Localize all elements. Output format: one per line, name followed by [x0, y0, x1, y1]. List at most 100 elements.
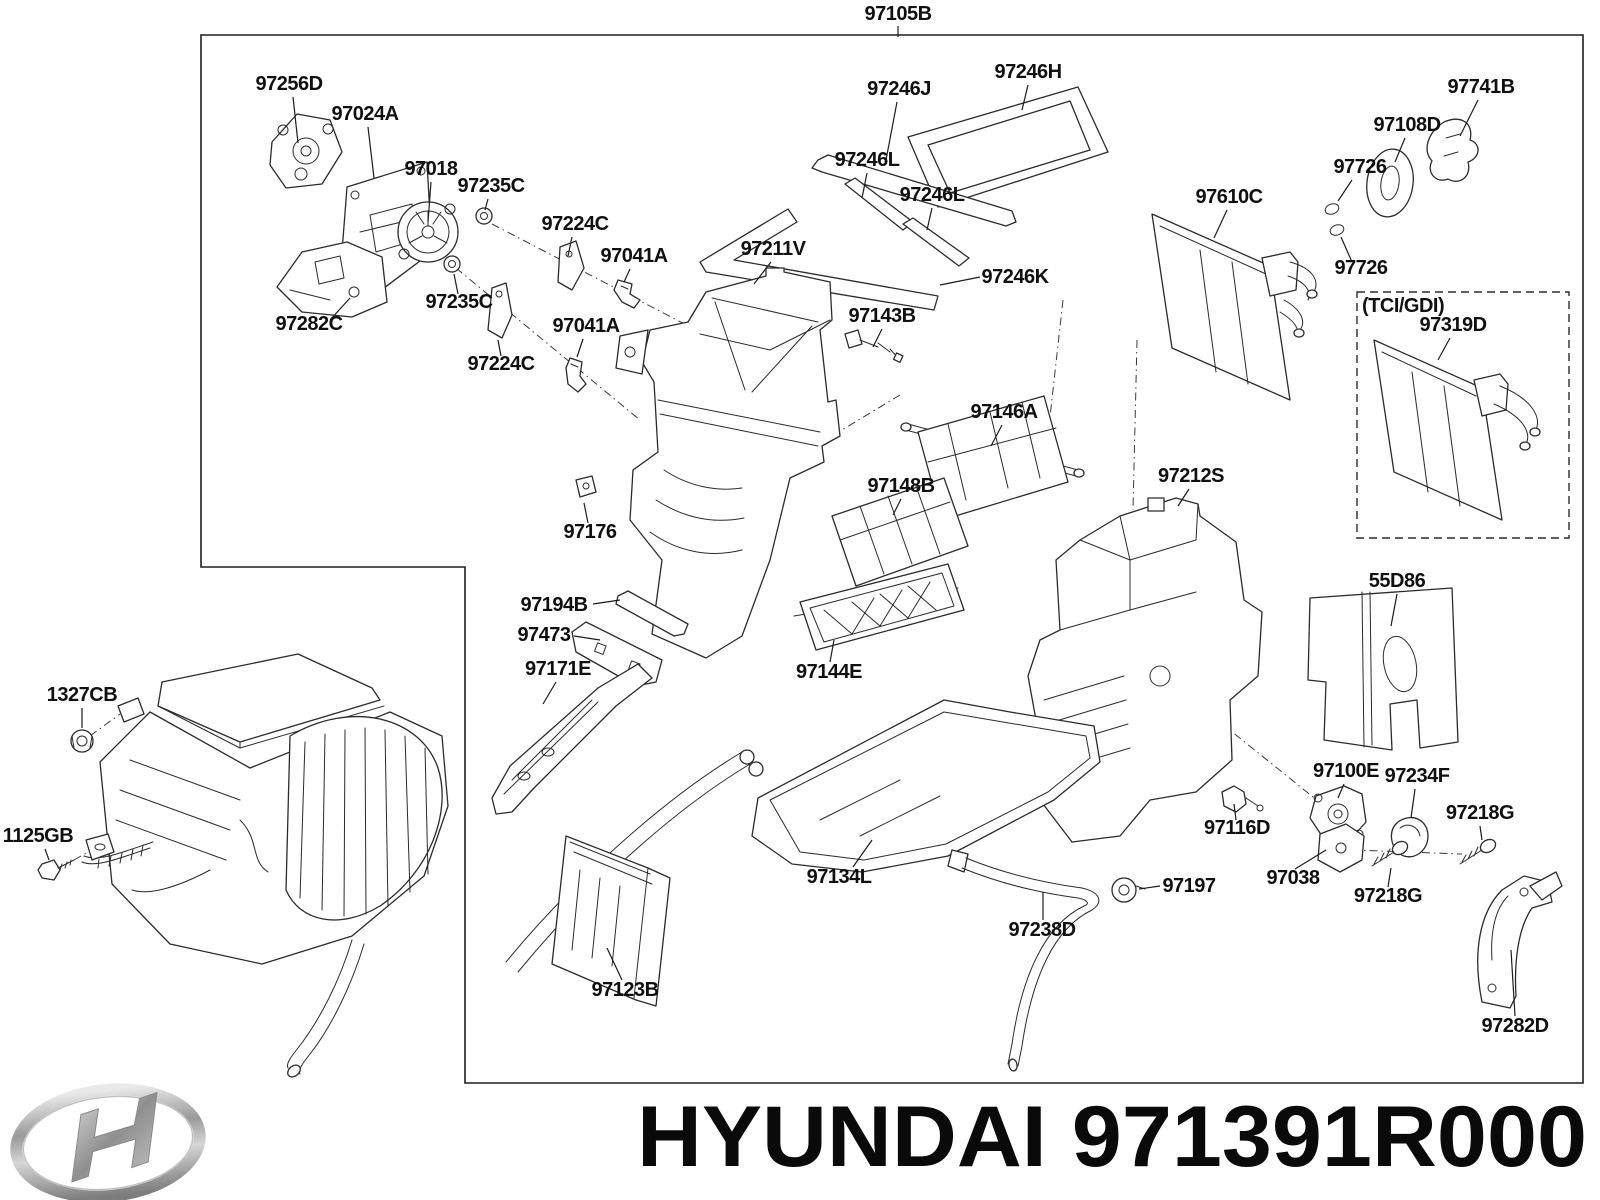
part-label-97197: 97197 — [1162, 875, 1215, 897]
leader-line-97218G — [1387, 867, 1392, 888]
part-label-97211V: 97211V — [741, 238, 807, 260]
leader-line-97256D — [292, 96, 299, 144]
leader-line-97282D — [1510, 949, 1516, 1017]
leader-line-97234F — [1410, 788, 1416, 819]
heater-core-97123b — [551, 835, 671, 1007]
part-label-1327CB: 1327CB — [47, 684, 117, 706]
part-label-97108D: 97108D — [1373, 114, 1440, 136]
leader-line-97224C — [497, 339, 502, 357]
part-label-97726: 97726 — [1334, 257, 1387, 279]
part-label-97235C: 97235C — [425, 291, 492, 313]
nut-1327cb — [70, 729, 94, 753]
lower-case-97134l — [751, 699, 1101, 873]
leader-line-97100E — [1337, 783, 1345, 799]
assembled-heater-unit — [81, 653, 449, 1078]
part-label-97741B: 97741B — [1447, 76, 1514, 98]
cover-97038 — [1317, 823, 1365, 873]
part-label-97123B: 97123B — [591, 979, 658, 1001]
door-97144e — [793, 563, 965, 651]
leader-line-97176 — [583, 502, 589, 524]
part-label-97282D: 97282D — [1481, 1015, 1548, 1037]
evaporator-core-97319d — [1373, 339, 1541, 521]
leader-line-97197 — [1138, 885, 1161, 890]
part-label-97100E: 97100E — [1313, 760, 1379, 782]
thermistor-97143b — [844, 329, 904, 363]
drain-hose-97238d — [947, 849, 1100, 1072]
leader-line-97108D — [1394, 137, 1406, 163]
leader-line-97282C — [329, 297, 351, 321]
leader-line-97224C — [567, 236, 573, 257]
seal-97194b — [615, 590, 689, 637]
part-label-(TCI/GDI): (TCI/GDI) — [1362, 295, 1444, 317]
part-label-97134L: 97134L — [807, 866, 872, 888]
leader-line-97041A — [623, 268, 631, 283]
seal-97246h — [907, 86, 1109, 208]
part-label-55D86: 55D86 — [1369, 570, 1426, 592]
leader-line-97018 — [427, 181, 432, 223]
evaporator-core-97610c — [1151, 213, 1318, 401]
part-label-97246H: 97246H — [994, 61, 1061, 83]
part-label-97218G: 97218G — [1446, 802, 1514, 824]
screw-97218g-right — [1459, 838, 1497, 865]
leader-line-97171E — [542, 681, 557, 705]
part-label-97235C: 97235C — [457, 175, 524, 197]
hyundai-logo — [10, 1083, 206, 1200]
sensor-97116d — [1221, 785, 1264, 813]
part-label-97146A: 97146A — [970, 401, 1037, 423]
leader-line-97246K — [939, 276, 981, 286]
leader-line-97741B — [1459, 99, 1479, 137]
part-label-97246L: 97246L — [900, 184, 965, 206]
part-label-97246J: 97246J — [867, 78, 931, 100]
leader-line-97218G — [1479, 825, 1483, 841]
nut-97235c-upper — [475, 207, 493, 225]
part-label-97212S: 97212S — [1158, 465, 1224, 487]
tci-gdi-option-box — [1356, 291, 1570, 539]
clip-97741b — [1426, 118, 1479, 182]
part-label-97282C: 97282C — [275, 313, 342, 335]
grommet-97108d — [1366, 148, 1414, 218]
leader-line-97123B — [606, 947, 623, 981]
part-label-97726: 97726 — [1333, 156, 1386, 178]
leader-line-97473 — [573, 635, 601, 641]
part-label-97143B: 97143B — [848, 305, 915, 327]
clip-97176 — [575, 475, 597, 498]
part-label-97256D: 97256D — [255, 73, 322, 95]
leader-lines — [44, 26, 1516, 1017]
o-ring-97726-upper — [1324, 203, 1340, 215]
part-label-97116D: 97116D — [1204, 817, 1270, 839]
leader-line-97246L — [926, 207, 933, 231]
part-label-97319D: 97319D — [1419, 314, 1486, 336]
leader-line-97246J — [885, 101, 898, 161]
control-lever-97224c-lower — [487, 282, 513, 339]
door-97146a — [900, 395, 1085, 521]
part-label-97218G: 97218G — [1354, 885, 1422, 907]
leader-line-97246L — [861, 172, 868, 199]
sensor-97041a-lower — [565, 357, 587, 393]
part-label-97144E: 97144E — [796, 661, 862, 683]
screw-97218g-left — [1371, 840, 1409, 867]
leader-line-97116D — [1233, 803, 1237, 821]
part-label-97246K: 97246K — [981, 266, 1049, 288]
part-label-97234F: 97234F — [1385, 765, 1450, 787]
leader-line-97134L — [852, 839, 873, 868]
leader-line-97319D — [1437, 337, 1451, 361]
part-label-97224C: 97224C — [541, 213, 608, 235]
leader-line-97024A — [367, 126, 375, 179]
leader-line-97211V — [753, 261, 772, 285]
leader-line-97144E — [829, 639, 835, 663]
heater-case-97211v — [615, 267, 841, 659]
actuator-97100e — [1309, 785, 1367, 841]
leader-line-97146A — [990, 424, 1003, 447]
nut-97235c-lower — [443, 255, 461, 273]
part-label-97176: 97176 — [563, 521, 616, 543]
part-label-97041A: 97041A — [552, 315, 619, 337]
pipe-bracket-97171e — [491, 663, 653, 815]
insulation-pad-55d86 — [1307, 587, 1459, 751]
leader-line-97041A — [576, 338, 584, 358]
control-lever-97224c-upper — [557, 240, 585, 291]
actuator-bracket-97282c — [276, 241, 388, 318]
sensor-97041a-upper — [613, 279, 641, 309]
leader-line-97235C — [484, 198, 489, 211]
leader-line-97194B — [592, 599, 621, 605]
